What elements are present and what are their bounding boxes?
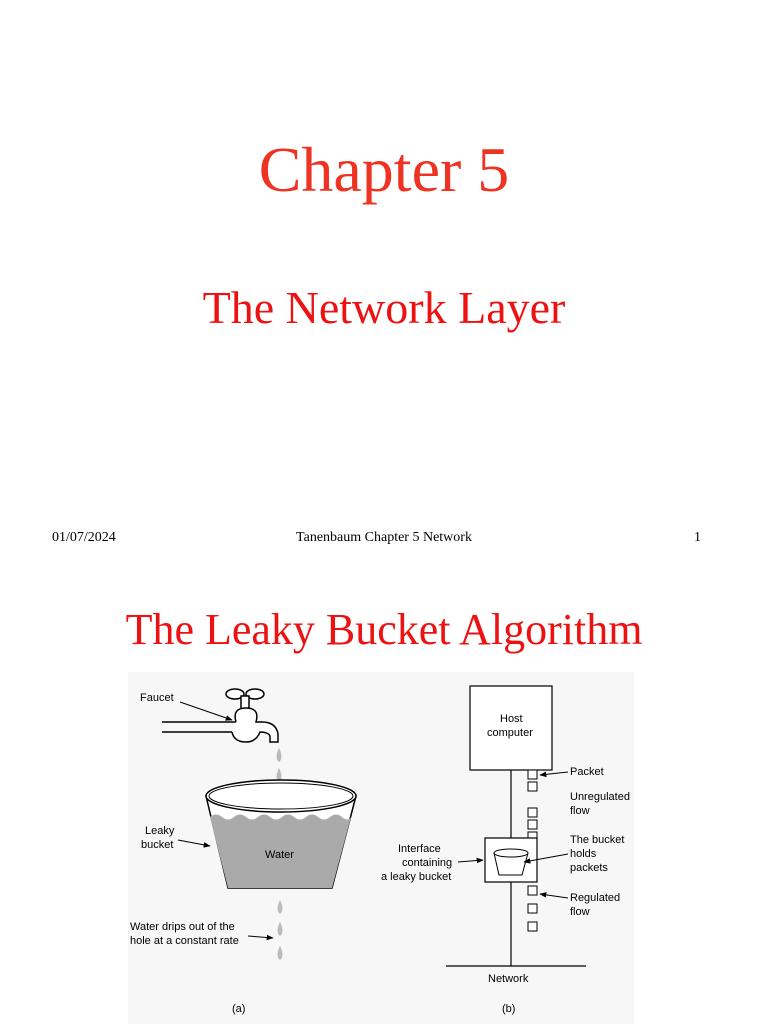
- packet-bucket-icon: [493, 848, 529, 876]
- packet-icon: [527, 807, 538, 818]
- interface-label-line1: Interface: [398, 843, 441, 855]
- faucet-icon: [162, 688, 279, 743]
- water-label: Water: [265, 849, 294, 861]
- regulated-label-line2: flow: [570, 906, 590, 918]
- unregulated-label-line2: flow: [570, 805, 590, 817]
- packet-icon: [527, 769, 538, 780]
- regulated-label-line1: Regulated: [570, 892, 620, 904]
- unregulated-label-line1: Unregulated: [570, 791, 630, 803]
- water-drop-icon: [277, 946, 283, 960]
- slide-title: The Leaky Bucket Algorithm: [125, 605, 643, 654]
- packet-label: Packet: [570, 766, 604, 778]
- bucket-holds-label-line2: holds: [570, 848, 597, 860]
- bucket-holds-label-line1: The bucket: [570, 834, 624, 846]
- interface-label-line3: a leaky bucket: [381, 871, 451, 883]
- packet-icon: [527, 819, 538, 830]
- host-label-line2: computer: [487, 727, 533, 739]
- host-computer-box: [469, 685, 553, 771]
- footer-course-title: Tanenbaum Chapter 5 Network: [296, 530, 472, 545]
- leaky-bucket-diagram: Faucet Water Leaky bucket Water drips ou…: [130, 685, 630, 1015]
- interface-label-line2: containing: [402, 857, 452, 869]
- leaky-bucket-label-line1: Leaky: [145, 825, 175, 837]
- faucet-label: Faucet: [140, 692, 174, 704]
- packet-icon: [527, 885, 538, 896]
- packet-icon: [527, 903, 538, 914]
- bucket-holds-label-line3: packets: [570, 862, 608, 874]
- footer-page-number: 1: [694, 530, 701, 545]
- leaky-bucket-figure: Faucet Water Leaky bucket Water drips ou…: [128, 672, 634, 1024]
- water-drop-icon: [276, 748, 282, 762]
- chapter-subtitle: The Network Layer: [202, 282, 566, 333]
- footer-date: 01/07/2024: [52, 530, 116, 545]
- water-drop-icon: [276, 768, 282, 782]
- water-drop-icon: [277, 900, 283, 914]
- water-drop-icon: [277, 922, 283, 936]
- drips-label-line2: hole at a constant rate: [130, 935, 239, 947]
- packet-icon: [527, 921, 538, 932]
- figure-b-caption: (b): [502, 1003, 515, 1015]
- leaky-bucket-icon: [205, 779, 357, 889]
- chapter-title: Chapter 5: [258, 134, 510, 205]
- network-label: Network: [488, 973, 529, 985]
- figure-a-caption: (a): [232, 1003, 245, 1015]
- drips-label-line1: Water drips out of the: [130, 921, 235, 933]
- leaky-bucket-label-line2: bucket: [141, 839, 173, 851]
- packet-icon: [527, 781, 538, 792]
- host-label-line1: Host: [500, 713, 523, 725]
